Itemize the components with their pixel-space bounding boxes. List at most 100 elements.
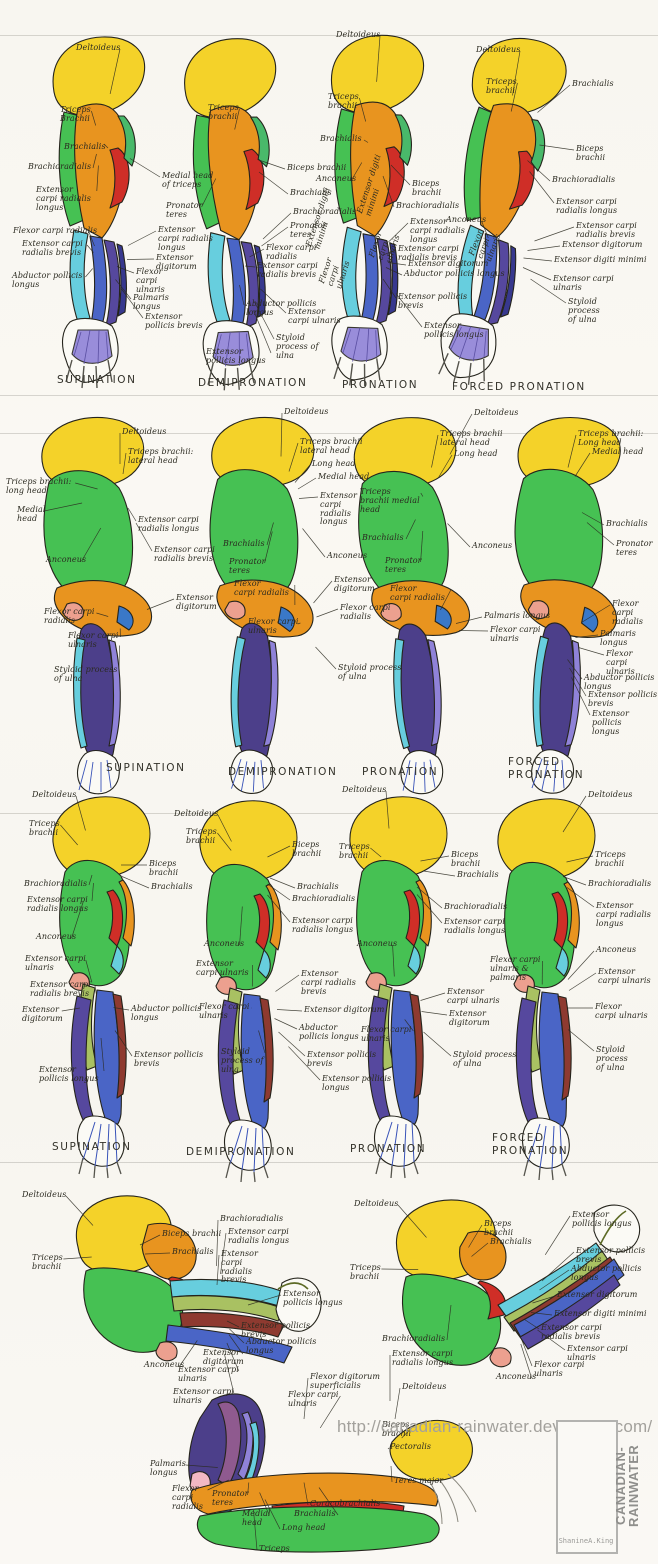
muscle-label: Extensor pollicis longus	[592, 709, 629, 736]
muscle-label: Brachioradialis	[24, 879, 88, 888]
label-leader-line	[91, 882, 94, 902]
muscle-label: Flexor carpi ulnaris	[136, 267, 165, 294]
label-leader-line	[390, 164, 411, 186]
muscle-label: Pronator teres	[290, 221, 327, 239]
label-leader-line	[91, 110, 97, 126]
label-leader-line	[527, 160, 551, 182]
muscle-label: Deltoideus	[76, 43, 121, 52]
label-leader-line	[258, 1030, 266, 1054]
muscle-label: Long head	[454, 449, 498, 458]
position-caption: FORCED PRONATION	[492, 1132, 569, 1158]
position-caption: SUPINATION	[57, 374, 137, 386]
label-leader-line	[420, 855, 450, 862]
muscle-label: Extensor carpi radialis brevis	[301, 969, 356, 996]
label-leader-line	[266, 522, 274, 546]
muscle-label: Deltoideus	[22, 1190, 67, 1199]
paper-rule-line	[0, 1162, 658, 1163]
muscle-label: Flexor carpi ulnaris	[490, 625, 541, 643]
label-leader-line	[387, 262, 407, 266]
paper-rule-line	[0, 395, 658, 396]
label-leader-line	[431, 434, 439, 468]
muscle-label: Pronator teres	[166, 201, 203, 219]
label-leader-line	[216, 1219, 219, 1266]
muscle-label: Biceps brachii	[412, 179, 442, 197]
label-leader-line	[571, 677, 591, 716]
label-leader-line	[401, 1425, 414, 1439]
muscle-label: Brachioradialis	[444, 902, 508, 911]
muscle-label: Abductor pollicis longus	[131, 1004, 202, 1022]
muscle-label: Brachioradialis	[588, 879, 652, 888]
label-leader-line	[260, 288, 287, 314]
label-leader-line	[420, 992, 446, 1001]
muscle-label: Brachialis	[172, 1247, 214, 1256]
label-leader-line	[276, 1009, 303, 1012]
label-leader-line	[578, 647, 605, 656]
watermark-name: CANADIAN-RAINWATER	[613, 1444, 641, 1528]
muscle-label: Extensor carpi radialis longus	[158, 225, 213, 252]
muscle-label: Pronator teres	[229, 557, 266, 575]
label-leader-line	[85, 959, 93, 983]
muscle-label: Extensor carpi ulnaris	[598, 967, 651, 985]
label-leader-line	[224, 1353, 235, 1394]
label-leader-line	[510, 82, 518, 112]
label-leader-line	[567, 434, 577, 468]
label-leader-line	[404, 1019, 414, 1032]
muscle-label: Extensor pollicis longus	[206, 347, 266, 365]
muscle-label: Anconeus	[472, 541, 513, 550]
muscle-label: Anconeus	[144, 1360, 185, 1369]
muscle-label: Triceps Brachii	[60, 105, 91, 123]
muscle-label: Triceps brachii	[350, 1263, 381, 1281]
muscle-label: Biceps brachii	[382, 1420, 412, 1438]
muscle-label: Flexor carpi ulnaris & palmaris	[490, 955, 541, 982]
muscle-label: Extensor carpi radialis brevis	[154, 545, 215, 563]
label-leader-line	[541, 1251, 575, 1282]
muscle-label: Anconeus	[36, 932, 77, 941]
muscle-label: Brachioradialis	[292, 894, 356, 903]
artist-watermark-box	[556, 1420, 618, 1554]
label-leader-line	[113, 1007, 130, 1011]
muscle-label: Triceps brachii lateral head	[440, 429, 503, 447]
muscle-label: Biceps brachii	[162, 1229, 222, 1238]
label-leader-line	[316, 608, 339, 618]
label-leader-line	[229, 1328, 245, 1344]
label-leader-line	[254, 301, 275, 340]
muscle-label: Flexor carpi ulnaris	[367, 230, 402, 264]
muscle-label: Extensor digitorum	[557, 1290, 638, 1299]
muscle-label: Styloid process of ulna	[221, 1047, 264, 1074]
label-leader-line	[363, 139, 369, 143]
label-leader-line	[247, 1294, 282, 1306]
muscle-label: Flexor carpi radialis	[390, 584, 445, 602]
label-leader-line	[129, 158, 161, 178]
muscle-label: Triceps brachii	[29, 819, 60, 837]
label-leader-line	[351, 162, 363, 181]
muscle-label: Triceps brachii	[486, 77, 517, 95]
muscle-label: Extensor carpi radialis longus	[556, 197, 618, 215]
muscle-label: Brachialis	[297, 882, 339, 891]
muscle-label: Deltoideus	[122, 427, 167, 436]
paper-rule-line	[0, 35, 658, 36]
muscle-label: Extensor digiti minimi	[355, 153, 383, 218]
muscle-label: Extensor carpi radialis longus	[292, 916, 354, 934]
muscle-label: Triceps brachii	[328, 92, 359, 110]
label-leader-line	[85, 268, 93, 278]
muscle-label: Deltoideus	[474, 408, 519, 417]
label-leader-line	[567, 659, 583, 680]
label-leader-line	[566, 855, 594, 863]
muscle-label: Extensor carpi ulnaris	[25, 954, 86, 972]
label-leader-line	[216, 1254, 220, 1286]
label-leader-line	[359, 97, 367, 122]
muscle-label: Flexor carpi radialis	[234, 579, 289, 597]
label-leader-line	[303, 1377, 309, 1420]
label-leader-line	[261, 226, 289, 247]
label-leader-line	[121, 288, 144, 319]
label-leader-line	[201, 178, 217, 208]
muscle-label: Extensor carpi ulnaris	[196, 959, 249, 977]
label-leader-line	[376, 35, 381, 82]
muscle-label: Anconeus	[496, 1372, 537, 1381]
label-leader-line	[226, 1320, 240, 1328]
muscle-label: Triceps brachii	[32, 1253, 63, 1271]
label-leader-line	[264, 1499, 281, 1530]
label-leader-line	[269, 877, 296, 889]
muscle-label: Extensor pollicis brevis	[307, 1050, 377, 1068]
